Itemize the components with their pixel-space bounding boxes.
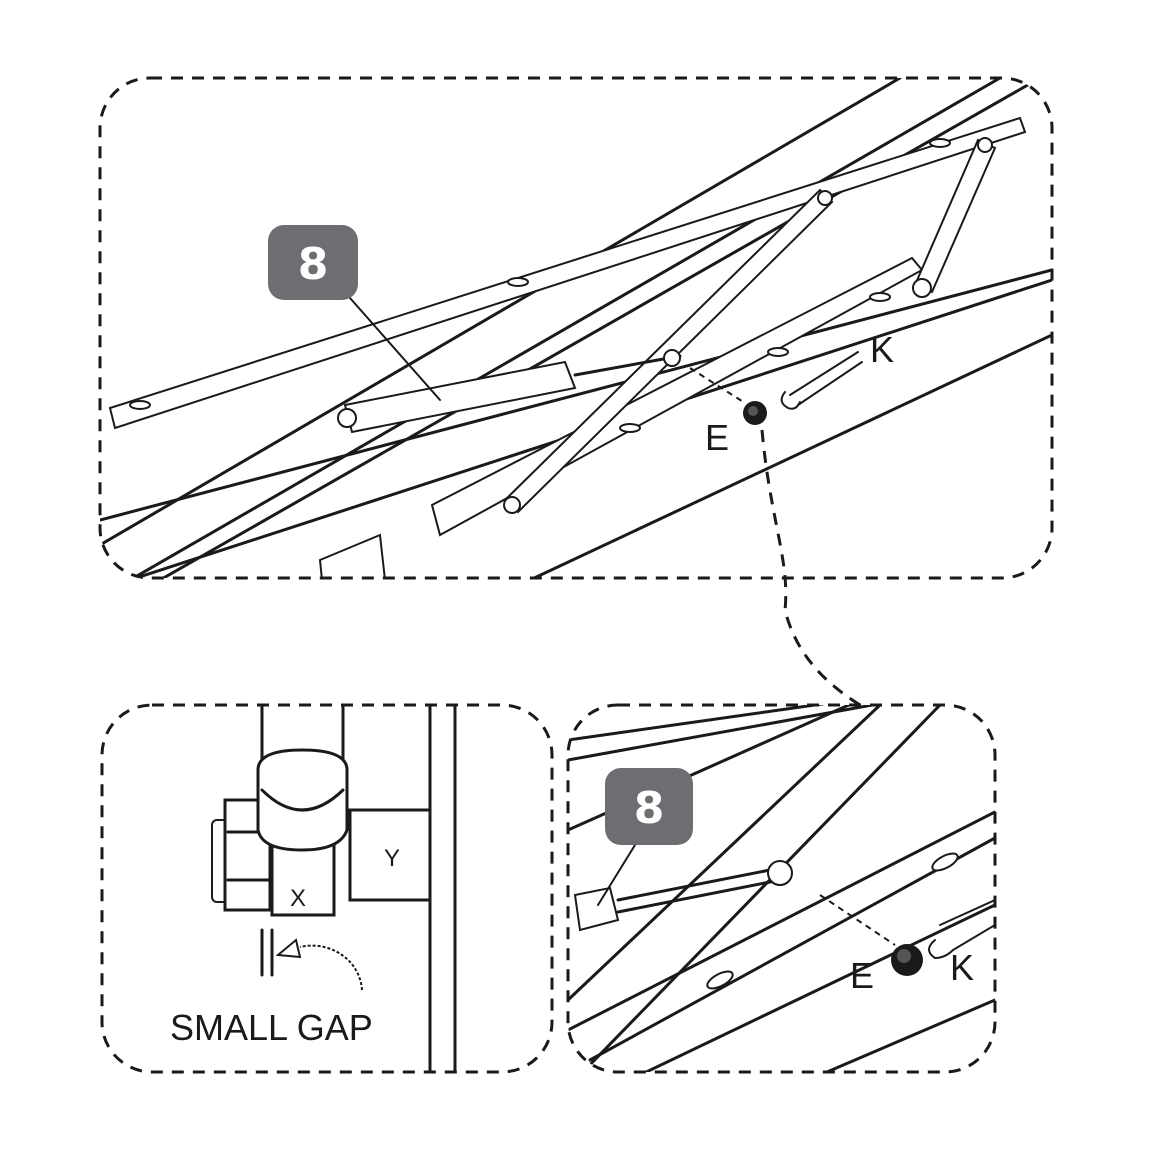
wrench-k-icon <box>780 351 863 410</box>
small-gap-caption: SMALL GAP <box>170 1007 373 1048</box>
badge-number: 8 <box>298 239 329 290</box>
callout-leader <box>760 429 861 707</box>
top-panel-border <box>98 76 1054 580</box>
label-e: E <box>705 417 729 458</box>
label-k: K <box>950 947 974 988</box>
step-badge: 8 <box>605 768 693 845</box>
badge-number: 8 <box>634 783 665 834</box>
label-x: X <box>290 885 306 912</box>
step-badge: 8 <box>268 225 358 300</box>
nut-e-icon <box>891 944 923 976</box>
nut-detail-panel: E K 8 <box>566 703 997 1074</box>
nut-panel-border <box>566 703 997 1074</box>
gap-detail-panel: X Y SMALL GAP <box>100 703 554 1074</box>
label-e: E <box>850 955 874 996</box>
label-k: K <box>870 329 894 370</box>
curved-arrow-icon <box>275 938 363 991</box>
top-panel-drawing <box>100 78 1052 578</box>
gap-panel-border <box>100 703 554 1074</box>
label-y: Y <box>384 845 400 872</box>
gap-marker <box>260 928 274 977</box>
nut-e-icon <box>743 401 767 425</box>
top-panel: E K 8 <box>98 76 1054 707</box>
